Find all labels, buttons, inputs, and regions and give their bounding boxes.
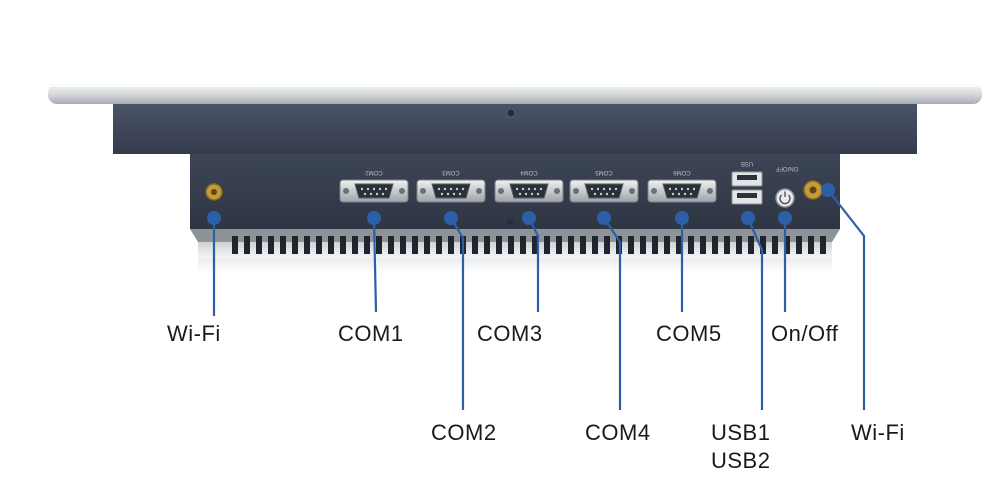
callout-leaders xyxy=(207,183,866,410)
heatsink-fin xyxy=(472,236,478,254)
heatsink-fin xyxy=(340,236,346,254)
heatsink-fin xyxy=(328,236,334,254)
heatsink-fin xyxy=(820,236,826,254)
wifi-antenna-left xyxy=(205,183,223,201)
heatsink-fin xyxy=(256,236,262,254)
heatsink-fin xyxy=(748,236,754,254)
heatsink-fin xyxy=(496,236,502,254)
port-marking-5: COM6 xyxy=(673,169,691,175)
leader-com4 xyxy=(603,217,622,410)
heatsink-fin xyxy=(784,236,790,254)
heatsink-fin xyxy=(808,236,814,254)
db9-connector xyxy=(339,179,409,203)
heatsink-fin xyxy=(724,236,730,254)
port-marking-1: COM2 xyxy=(365,169,383,175)
heatsink-fin xyxy=(280,236,286,254)
db9-connector xyxy=(416,179,486,203)
leader-wifi-right xyxy=(827,189,866,410)
heatsink-fin xyxy=(712,236,718,254)
heatsink-fin xyxy=(640,236,646,254)
heatsink-fin xyxy=(448,236,454,254)
leader-com4-dot xyxy=(597,211,611,225)
label-com4: COM4 xyxy=(585,420,651,445)
heatsink-fin xyxy=(556,236,562,254)
leader-on-off-dot xyxy=(778,211,792,225)
port-marking-3: COM4 xyxy=(520,169,538,175)
heatsink-fin xyxy=(736,236,742,254)
label-usb2: USB2 xyxy=(711,448,771,473)
label-com5: COM5 xyxy=(656,321,722,346)
label-wifi-left: Wi-Fi xyxy=(167,321,221,346)
heatsink-fin xyxy=(796,236,802,254)
label-com3: COM3 xyxy=(477,321,543,346)
db9-connector xyxy=(494,179,564,203)
heatsink-fin xyxy=(412,236,418,254)
leader-usb xyxy=(746,217,764,410)
leader-wifi-right-dot xyxy=(821,183,835,197)
leader-com1-dot xyxy=(367,211,381,225)
rear-housing xyxy=(113,104,917,154)
heatsink-fin xyxy=(532,236,538,254)
leader-com2-dot xyxy=(444,211,458,225)
label-com1: COM1 xyxy=(338,321,404,346)
usb-marking: USB xyxy=(741,160,753,166)
heatsink-fin xyxy=(568,236,574,254)
power-marking: ON/OFF xyxy=(775,165,798,171)
heatsink-fin xyxy=(268,236,274,254)
heatsink-fin xyxy=(760,236,766,254)
leader-com2 xyxy=(450,217,465,410)
heatsink-fin xyxy=(232,236,238,254)
db9-connector xyxy=(569,179,639,203)
heatsink-fin xyxy=(580,236,586,254)
label-on-off: On/Off xyxy=(771,321,839,346)
heatsink-fin xyxy=(664,236,670,254)
heatsink-fin xyxy=(652,236,658,254)
heatsink-fin xyxy=(436,236,442,254)
heatsink-fin xyxy=(772,236,778,254)
heatsink-fin xyxy=(424,236,430,254)
usb-ports: USB xyxy=(731,160,763,205)
heatsink-fin xyxy=(520,236,526,254)
heatsink-fin xyxy=(688,236,694,254)
heatsink-fin xyxy=(544,236,550,254)
heatsink-fin xyxy=(592,236,598,254)
heatsink-fin xyxy=(484,236,490,254)
leader-com3-dot xyxy=(522,211,536,225)
heatsink-fin xyxy=(304,236,310,254)
wifi-antenna-right xyxy=(803,180,823,200)
heatsink-fin xyxy=(316,236,322,254)
heatsink-fin xyxy=(508,236,514,254)
port-marking-2: COM3 xyxy=(442,169,460,175)
label-wifi-right: Wi-Fi xyxy=(851,420,905,445)
heatsink-fin xyxy=(352,236,358,254)
heatsink-fin xyxy=(292,236,298,254)
heatsink-fin xyxy=(628,236,634,254)
port-marking-4: COM5 xyxy=(595,169,613,175)
heatsink-fin xyxy=(604,236,610,254)
front-bezel xyxy=(48,84,982,104)
label-usb1: USB1 xyxy=(711,420,771,445)
label-com2: COM2 xyxy=(431,420,497,445)
leader-wifi-left-dot xyxy=(207,211,221,225)
heatsink-fin xyxy=(400,236,406,254)
heatsink-fin xyxy=(388,236,394,254)
serial-connectors xyxy=(339,179,717,203)
leader-usb-dot xyxy=(741,211,755,225)
leader-com5-dot xyxy=(675,211,689,225)
heatsink-fin xyxy=(700,236,706,254)
heatsink-fin xyxy=(376,236,382,254)
heatsink-fin xyxy=(364,236,370,254)
heatsink-fin xyxy=(244,236,250,254)
db9-connector xyxy=(647,179,717,203)
com-port-markings: COM2 COM3 COM4 COM5 COM6 xyxy=(365,169,691,175)
power-button: ON/OFF xyxy=(775,165,798,208)
leader-com1 xyxy=(372,217,378,313)
heatsink-fin xyxy=(676,236,682,254)
